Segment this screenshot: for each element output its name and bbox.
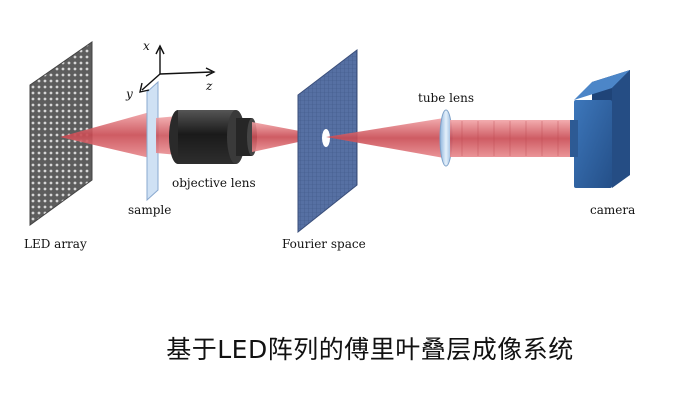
axis-x-label: x: [143, 39, 150, 53]
axis-z-label: z: [205, 79, 213, 93]
camera-body: [570, 70, 630, 188]
led-array-panel: [29, 41, 93, 226]
tube-lens-label: tube lens: [418, 91, 474, 105]
beam-hatching: [461, 121, 559, 156]
fourier-space-plane: [297, 48, 358, 234]
illumination-beam: [60, 112, 150, 158]
sample-label: sample: [128, 203, 171, 217]
camera-label: camera: [590, 203, 635, 217]
fourier-aperture: [322, 129, 330, 147]
collimated-beam: [450, 120, 574, 157]
led-array-label: LED array: [24, 237, 87, 251]
fourier-space-label: Fourier space: [282, 237, 366, 251]
sample-slide: [146, 80, 159, 202]
fourier-to-tube-beam: [326, 118, 444, 158]
objective-lens: [169, 110, 257, 164]
axis-y-label: y: [125, 87, 133, 101]
objective-lens-label: objective lens: [172, 176, 256, 190]
coordinate-axes: [139, 44, 216, 93]
objective-to-fourier-beam: [252, 122, 326, 152]
figure-caption: 基于LED阵列的傅里叶叠层成像系统: [166, 335, 574, 364]
